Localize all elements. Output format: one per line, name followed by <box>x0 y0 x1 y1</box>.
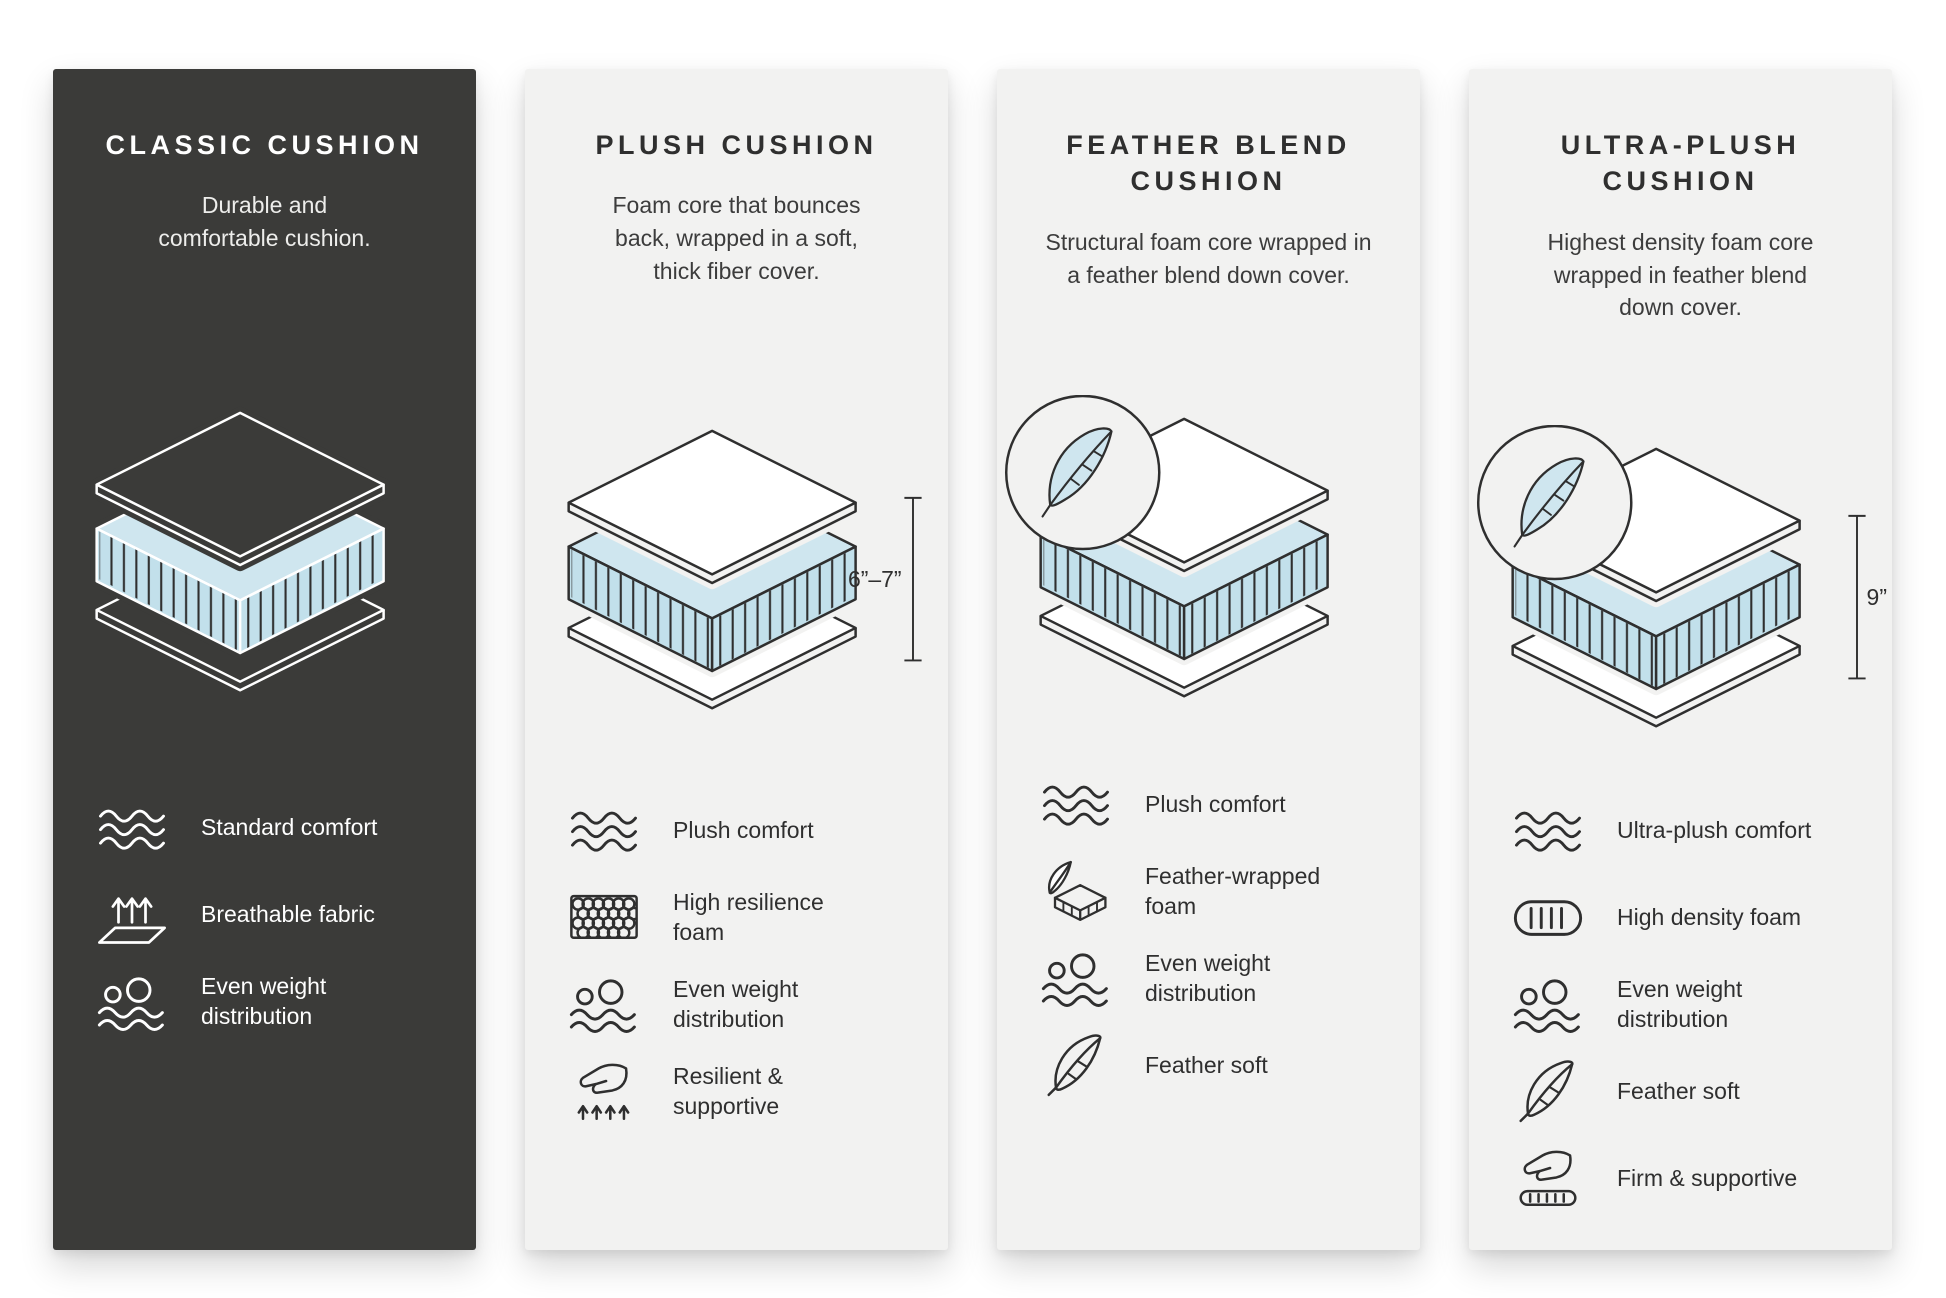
feature-row: Plush comfort <box>565 799 908 862</box>
feature-label: Ultra-plush comfort <box>1617 816 1812 843</box>
feature-row: Firm & supportive <box>1509 1147 1852 1210</box>
panel-title: PLUSH CUSHION <box>595 130 878 160</box>
cushion-diagram: 9” <box>1477 324 1886 797</box>
feather-badge <box>1005 396 1159 550</box>
height-label: 9” <box>1866 583 1886 609</box>
feature-label: Plush comfort <box>673 816 814 843</box>
panel-title: CLASSIC CUSHION <box>105 130 424 160</box>
hand-firm-icon <box>1509 1147 1587 1210</box>
feature-row: Resilient & supportive <box>565 1060 908 1123</box>
feature-list: Plush comfort High resilience foam Even … <box>565 799 908 1123</box>
feature-list: Ultra-plush comfort High density foam Ev… <box>1509 799 1852 1210</box>
panel-title: FEATHER BLEND CUSHION <box>1066 130 1351 197</box>
cushion-diagram <box>1005 291 1380 771</box>
feature-row: High resilience foam <box>565 886 908 949</box>
weight-distribution-icon <box>93 971 171 1034</box>
feature-row: Ultra-plush comfort <box>1509 799 1852 862</box>
panel-title: ULTRA-PLUSH CUSHION <box>1560 130 1801 197</box>
feature-row: Even weight distribution <box>93 971 436 1034</box>
height-indicator: 6”–7” <box>847 496 922 662</box>
feature-row: Feather soft <box>1037 1034 1380 1097</box>
height-label: 6”–7” <box>847 565 901 591</box>
panel-description: Structural foam core wrapped in a feathe… <box>1045 228 1372 288</box>
feature-label: Resilient & supportive <box>673 1063 783 1119</box>
panel-description: Highest density foam core wrapped in fea… <box>1547 228 1814 321</box>
cushion-diagram: 6”–7” <box>565 287 922 797</box>
weight-distribution-icon <box>1509 973 1587 1036</box>
feature-label: Even weight distribution <box>673 976 799 1032</box>
density-foam-icon <box>1509 886 1587 949</box>
feature-label: Even weight distribution <box>1145 949 1271 1006</box>
feature-row: Feather soft <box>1509 1060 1852 1123</box>
cushion-diagram <box>93 255 436 795</box>
feature-label: Feather soft <box>1145 1051 1268 1078</box>
feature-label: High resilience foam <box>673 889 824 945</box>
panel-plush-cushion: PLUSH CUSHION Foam core that bounces bac… <box>525 69 948 1250</box>
feature-label: Feather soft <box>1617 1077 1740 1104</box>
feature-row: Plush comfort <box>1037 773 1380 836</box>
feature-label: Feather-wrapped foam <box>1145 862 1321 919</box>
cushion-layers-illustration <box>96 412 384 691</box>
panel-feather-blend-cushion: FEATHER BLEND CUSHION Structural foam co… <box>997 69 1420 1250</box>
feature-label: High density foam <box>1617 903 1802 930</box>
feature-label: Breathable fabric <box>201 901 375 928</box>
feature-label: Even weight distribution <box>1617 975 1743 1032</box>
feather-icon <box>1037 1034 1115 1097</box>
foam-cells-icon <box>565 886 643 949</box>
feature-label: Standard comfort <box>201 814 378 841</box>
feather-icon <box>1509 1060 1587 1123</box>
feature-label: Firm & supportive <box>1617 1164 1798 1191</box>
feature-row: Feather-wrapped foam <box>1037 860 1380 923</box>
waves-icon <box>1037 773 1115 836</box>
cushion-layers-illustration: 6”–7” <box>568 430 922 708</box>
feature-label: Even weight distribution <box>201 973 327 1030</box>
waves-icon <box>565 799 643 862</box>
feature-row: Standard comfort <box>93 797 436 860</box>
breathable-fabric-icon <box>93 884 171 947</box>
feature-row: Even weight distribution <box>565 973 908 1036</box>
cushion-layers-illustration: 9” <box>1477 425 1886 726</box>
panel-description: Durable and comfortable cushion. <box>158 192 371 252</box>
hand-press-icon <box>565 1060 643 1123</box>
cushion-layers-illustration <box>1005 396 1328 697</box>
panel-description: Foam core that bounces back, wrapped in … <box>612 192 861 284</box>
waves-icon <box>93 797 171 860</box>
feather-badge <box>1477 425 1631 579</box>
panel-classic-cushion: CLASSIC CUSHION Durable and comfortable … <box>53 69 476 1250</box>
feature-row: High density foam <box>1509 886 1852 949</box>
feather-foam-icon <box>1037 860 1115 923</box>
panel-ultra-plush-cushion: ULTRA-PLUSH CUSHION Highest density foam… <box>1469 69 1892 1250</box>
feature-list: Plush comfort Feather-wrapped foam Even … <box>1037 773 1380 1097</box>
feature-row: Even weight distribution <box>1037 947 1380 1010</box>
waves-icon <box>1509 799 1587 862</box>
feature-row: Even weight distribution <box>1509 973 1852 1036</box>
weight-distribution-icon <box>1037 947 1115 1010</box>
feature-label: Plush comfort <box>1145 790 1286 817</box>
weight-distribution-icon <box>565 973 643 1036</box>
feature-row: Breathable fabric <box>93 884 436 947</box>
feature-list: Standard comfort Breathable fabric Even … <box>93 797 436 1034</box>
height-indicator: 9” <box>1847 514 1886 680</box>
